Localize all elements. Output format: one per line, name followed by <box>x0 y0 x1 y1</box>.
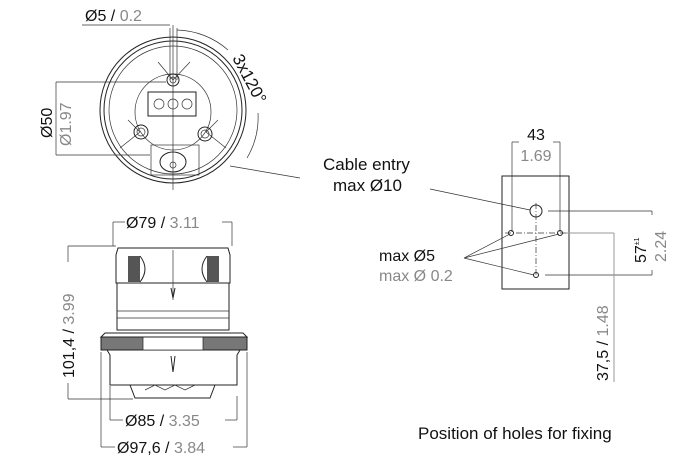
hole-leaders <box>463 233 560 276</box>
knob-left <box>128 256 140 282</box>
top-view: Ø5 / 0.2 3x120° Ø50 Ø1.97 <box>39 8 270 190</box>
cable-entry-max-label: max Ø10 <box>333 176 402 195</box>
hole-mm-label: max Ø5 <box>379 248 435 265</box>
terminal-block <box>147 91 197 117</box>
ring-diameter-label: Ø97,6 / 3.84 <box>117 440 205 457</box>
fixing-caption: Position of holes for fixing <box>418 424 612 443</box>
top-diameter-label: Ø79 / 3.11 <box>126 215 200 232</box>
lens-body <box>116 283 230 331</box>
knob-right <box>207 256 219 282</box>
lens-top <box>115 247 231 284</box>
base-diameter-label: Ø85 / 3.35 <box>125 413 200 430</box>
fixing-hole-right <box>557 230 563 236</box>
side-view: Ø79 / 3.11 101,4 / 3.99 <box>61 215 249 457</box>
base-body <box>106 349 241 386</box>
cable-entry-leader-right <box>429 188 531 211</box>
hole-dim-label: Ø5 / 0.2 <box>85 8 142 25</box>
fixing-template: 43 1.69 57±1 2.24 37,5 / 1.48 max Ø5 max… <box>379 127 670 382</box>
cable-gland-housing <box>150 144 200 176</box>
height-label: 101,4 / 3.99 <box>61 293 78 378</box>
cable-entry-label: Cable entry <box>323 155 410 174</box>
width-in-label: 1.69 <box>520 148 551 165</box>
screw-hole-right <box>197 126 213 142</box>
diameter-mm-label: Ø50 <box>39 108 56 138</box>
cable-entry-leader-left <box>229 165 301 179</box>
angle-arc <box>176 29 229 51</box>
hole-in-label: max Ø 0.2 <box>379 268 453 285</box>
screw-hole-left <box>133 124 149 140</box>
vspan-mm-label: 57±1 <box>633 237 650 263</box>
spokes <box>119 61 227 149</box>
offset-label: 37,5 / 1.48 <box>595 305 612 381</box>
cable-entry-hole <box>529 204 543 218</box>
fixing-hole-left <box>508 230 514 236</box>
width-mm-label: 43 <box>527 127 545 144</box>
vspan-in-label: 2.24 <box>653 231 670 262</box>
diameter-in-label: Ø1.97 <box>58 102 75 146</box>
base-feet <box>129 384 216 399</box>
